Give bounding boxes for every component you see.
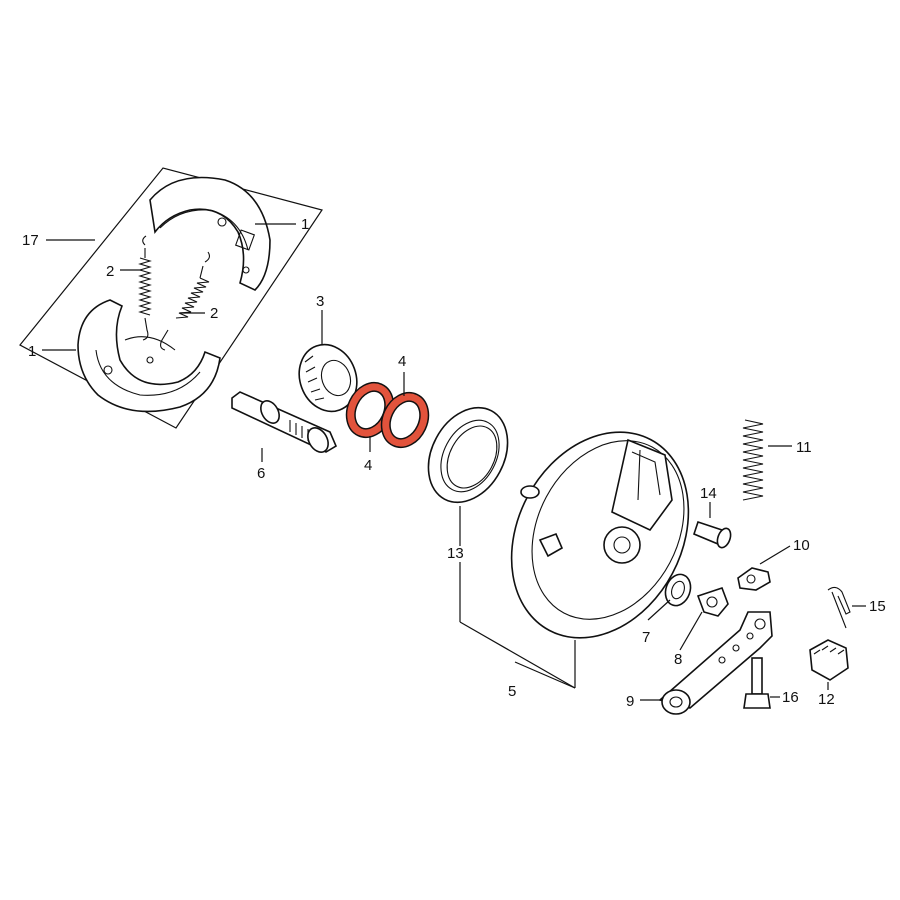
label-part-13: 13: [447, 545, 464, 562]
indicator-plate: [679, 586, 729, 651]
label-part-1-lower: 1: [28, 343, 36, 360]
dust-seal-washers: [345, 372, 430, 452]
brake-shoe-upper: [149, 176, 271, 291]
panel-screw: [693, 502, 732, 549]
brake-shoe-set-group: [19, 167, 323, 429]
label-part-5: 5: [508, 683, 516, 700]
label-part-7: 7: [642, 629, 650, 646]
brake-cam-shaft: [231, 391, 338, 462]
wear-indicator: [737, 545, 791, 591]
castle-nut: [809, 639, 849, 690]
label-part-16: 16: [782, 689, 799, 706]
label-part-6: 6: [257, 465, 265, 482]
label-part-12: 12: [818, 691, 835, 708]
label-part-2-right: 2: [210, 305, 218, 322]
label-part-3: 3: [316, 293, 324, 310]
label-part-9: 9: [626, 693, 634, 710]
label-part-8: 8: [674, 651, 682, 668]
oil-seal: [427, 406, 576, 689]
label-part-10: 10: [793, 537, 810, 554]
label-part-1-upper: 1: [301, 216, 309, 233]
brake-panel: [510, 431, 690, 689]
brake-shoe-spring-right: [159, 251, 211, 351]
cotter-pin: [827, 586, 866, 629]
felt-seal: [647, 573, 692, 621]
return-spring: [742, 419, 792, 501]
label-part-4-lower: 4: [364, 457, 372, 474]
label-part-17: 17: [22, 232, 39, 249]
brake-arm: [640, 611, 773, 715]
brake-shoe-lower: [77, 299, 221, 413]
label-part-4-upper: 4: [398, 353, 406, 370]
label-part-2-left: 2: [106, 263, 114, 280]
label-part-14: 14: [700, 485, 717, 502]
brake-shoe-spring-left: [138, 235, 152, 341]
arm-bolt: [743, 657, 780, 709]
label-part-11: 11: [796, 439, 812, 456]
cam-gear: [298, 310, 358, 413]
label-part-15: 15: [869, 598, 886, 615]
